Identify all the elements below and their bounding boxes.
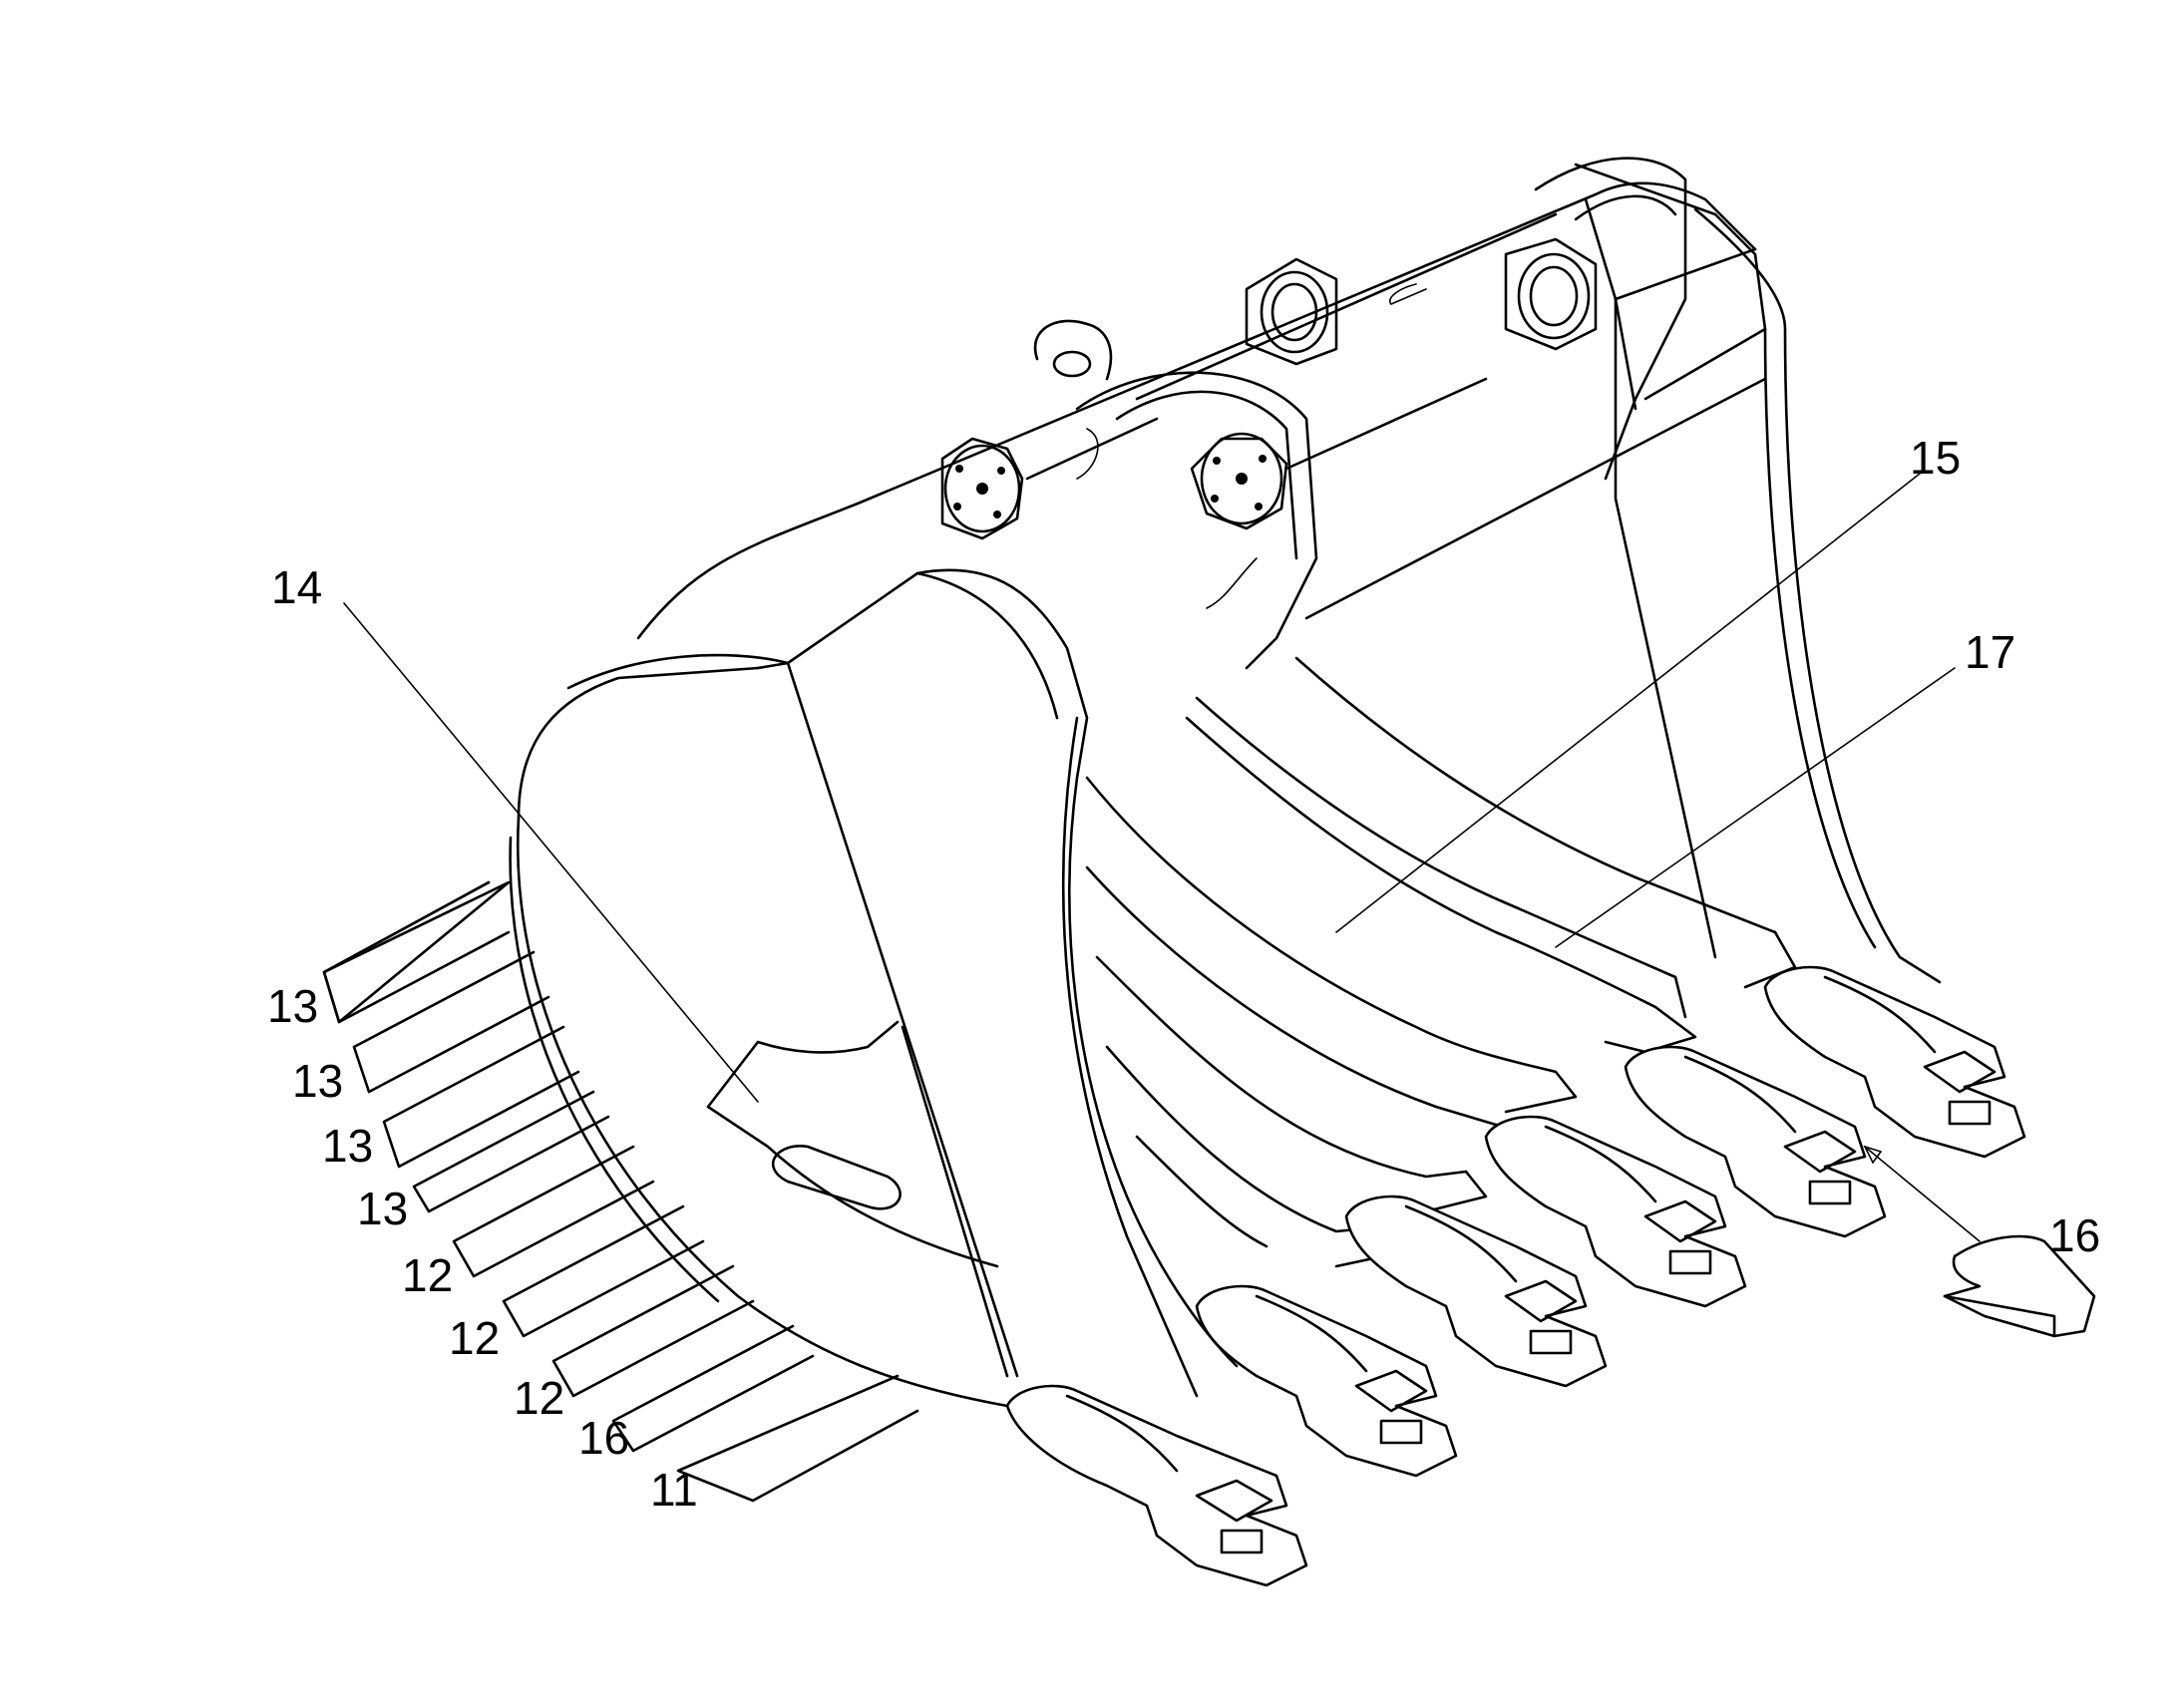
label-13-a: 13 — [267, 980, 318, 1032]
label-11: 11 — [650, 1464, 698, 1516]
label-17: 17 — [1965, 626, 2015, 678]
side-cutter-plate — [786, 568, 1239, 1398]
label-12-a: 12 — [402, 1249, 453, 1301]
bottom-wear-strips — [1085, 656, 1797, 1268]
left-side-shell — [509, 653, 1019, 1408]
exploded-wear-strips — [322, 880, 919, 1503]
label-13-c: 13 — [322, 1120, 373, 1172]
detached-tooth — [1943, 1234, 2096, 1338]
strip-13a — [322, 880, 511, 1024]
pin-boss-rear-left — [1245, 257, 1338, 366]
label-14: 14 — [271, 561, 322, 613]
label-16-right: 16 — [2049, 1209, 2100, 1261]
right-side-plate — [1614, 207, 1942, 984]
pin-boss-front-right — [1190, 432, 1288, 530]
rear-top-beam — [636, 163, 1767, 640]
leader-16-right — [1864, 1146, 1981, 1242]
lifting-ears — [1033, 157, 1687, 670]
pin-boss-front-left — [940, 437, 1024, 540]
label-16-left: 16 — [578, 1412, 629, 1464]
leader-15 — [1335, 473, 1921, 933]
pin-boss-rear-right — [1504, 237, 1598, 351]
tooth-1 — [1005, 1384, 1308, 1587]
bucket-teeth — [1005, 965, 2026, 1587]
tooth-3 — [1344, 1195, 1608, 1388]
tooth-5 — [1624, 1045, 1887, 1238]
tooth-6 — [1763, 965, 2026, 1159]
hinge-pins — [940, 237, 1598, 540]
tooth-2 — [1195, 1284, 1458, 1478]
leader-14 — [343, 602, 759, 1103]
tooth-4 — [1484, 1115, 1747, 1308]
leader-lines — [343, 473, 1981, 1242]
label-12-b: 12 — [449, 1312, 500, 1364]
label-13-b: 13 — [292, 1055, 343, 1107]
label-15: 15 — [1910, 432, 1961, 484]
reference-numerals: 14 15 17 16 13 13 13 13 12 12 12 16 11 — [267, 432, 2100, 1516]
leader-17 — [1555, 667, 1956, 948]
label-12-c: 12 — [514, 1372, 564, 1424]
label-13-d: 13 — [357, 1183, 408, 1234]
